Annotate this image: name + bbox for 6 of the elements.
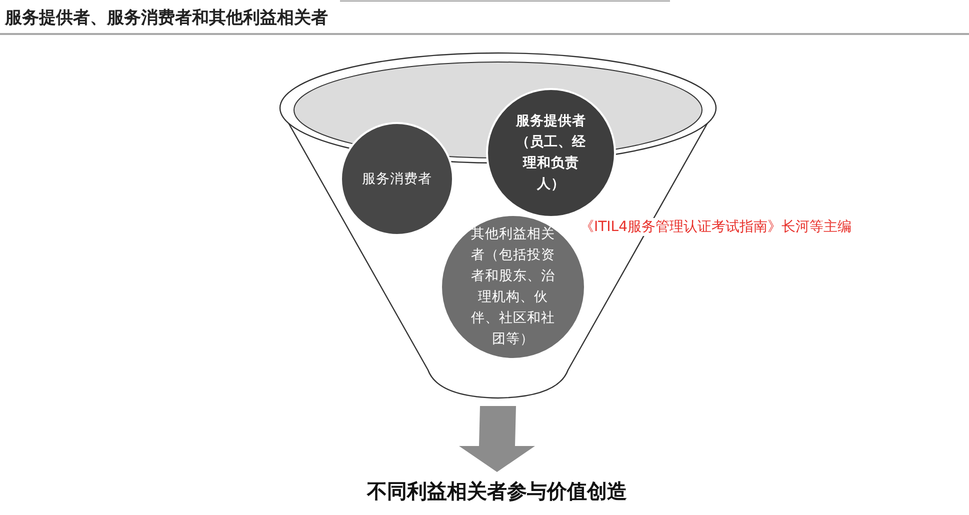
arrow	[459, 406, 535, 472]
circle-text: 其他利益相关者（包括投资者和股东、治理机构、伙伴、社区和社团等）	[470, 225, 556, 349]
title: 服务提供者、服务消费者和其他利益相关者	[5, 7, 328, 29]
circle-text: 服务提供者（员工、经理和负责人）	[514, 112, 587, 194]
circle-text: 服务消费者	[362, 170, 432, 189]
result-text: 不同利益相关者参与价值创造	[300, 478, 694, 505]
